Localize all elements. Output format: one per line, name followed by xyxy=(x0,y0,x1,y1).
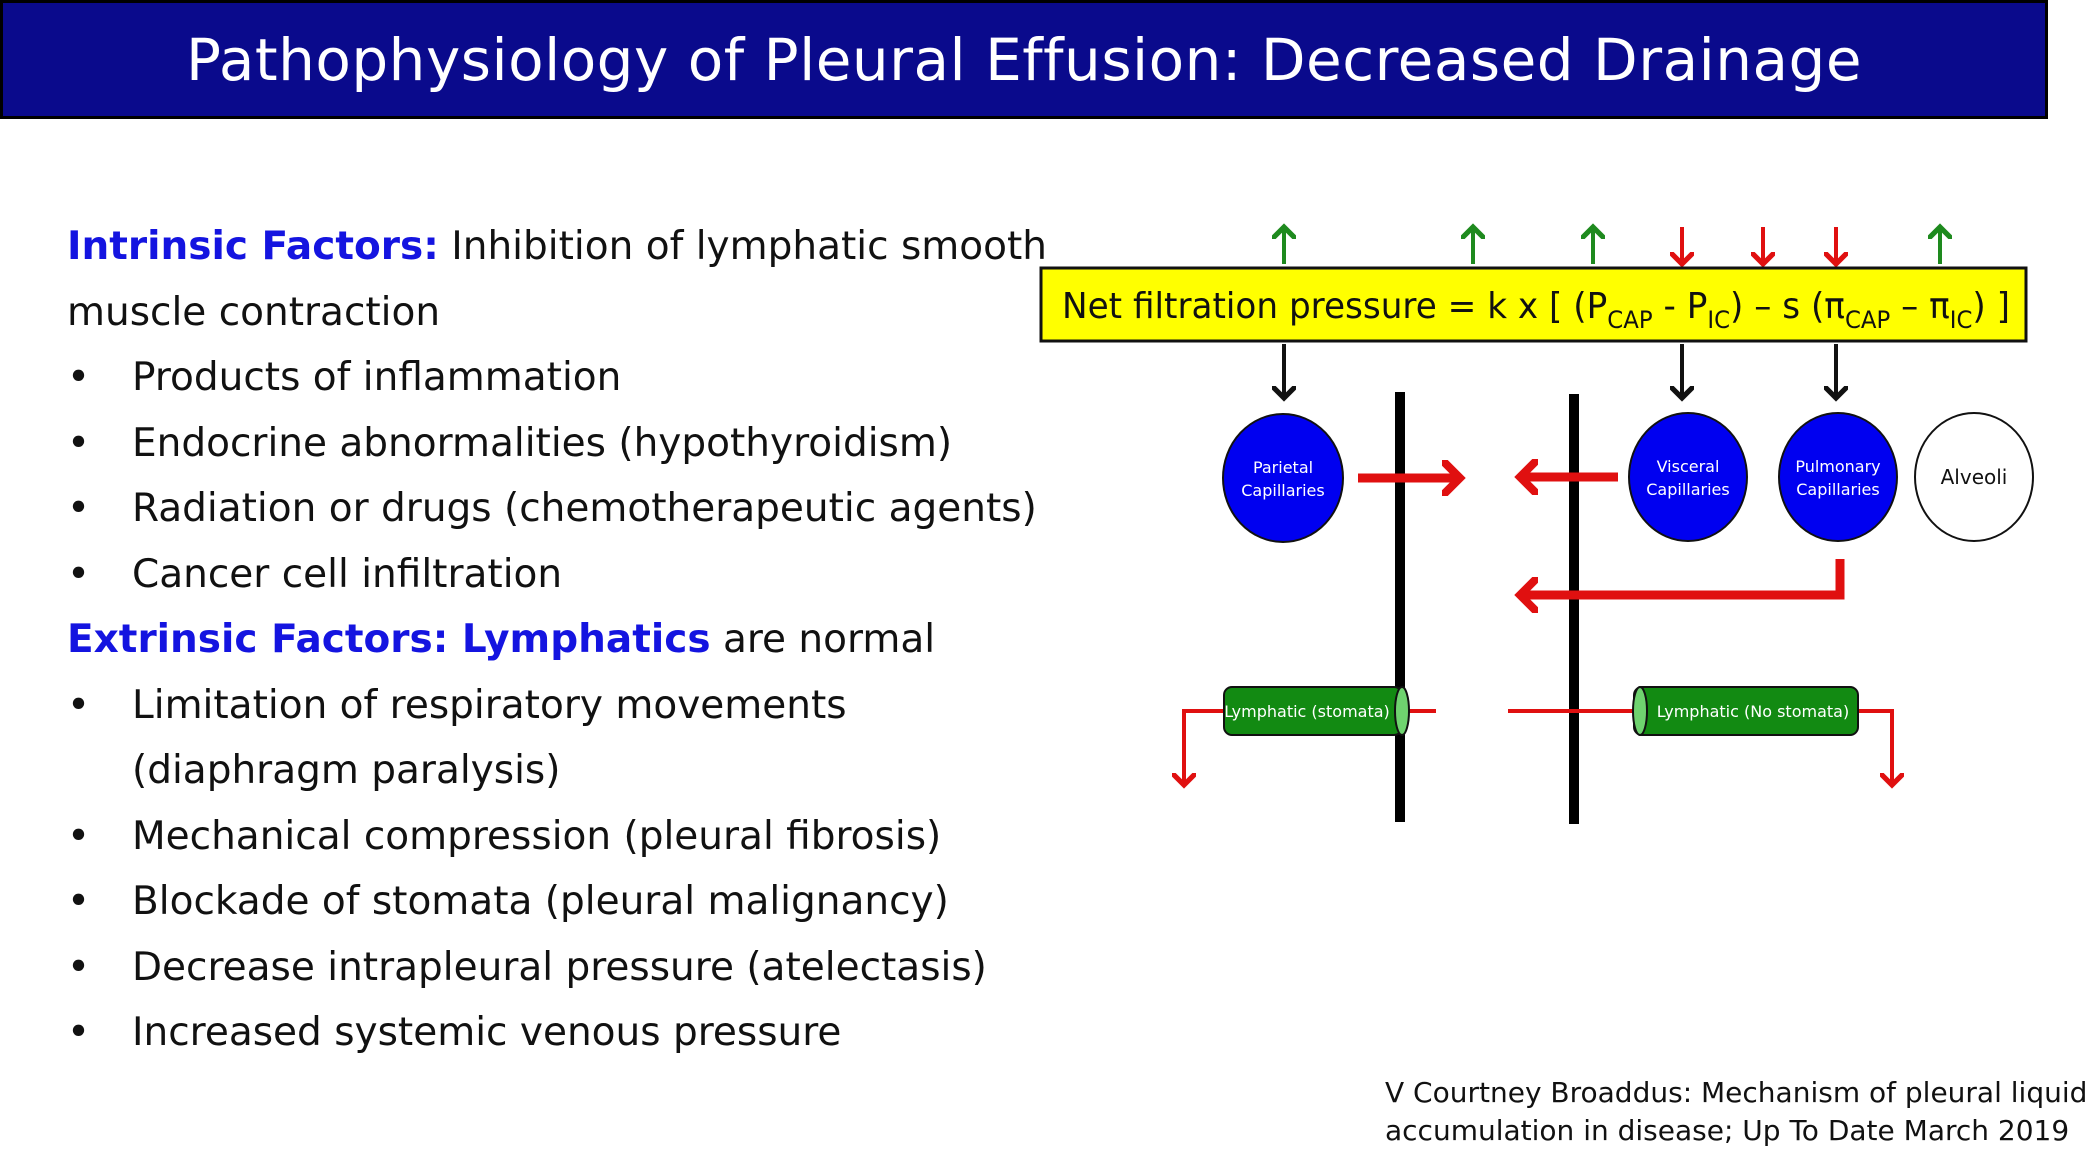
circle-label: Capillaries xyxy=(1796,480,1879,499)
bullet-text: Cancer cell infiltration xyxy=(132,551,563,597)
citation-line2: accumulation in disease; Up To Date Marc… xyxy=(1385,1114,2070,1147)
visceral-capillaries-circle: Visceral Capillaries xyxy=(1628,412,1748,542)
formula-box xyxy=(1039,266,2028,343)
bullet-dot: • xyxy=(67,1010,91,1055)
bullet-dot: • xyxy=(67,879,91,924)
bullet-dot: • xyxy=(67,355,91,400)
pulmonary-capillaries-circle: Pulmonary Capillaries xyxy=(1778,412,1898,542)
circle-label: Parietal xyxy=(1253,458,1313,477)
bullet-dot: • xyxy=(67,682,91,728)
bullet-text: Decrease intrapleural pressure (atelecta… xyxy=(132,944,987,990)
bullet-text: Blockade of stomata (pleural malignancy) xyxy=(132,879,949,924)
lymphatic-stomata: Lymphatic (stomata) xyxy=(1184,686,1436,785)
intrinsic-line2: muscle contraction xyxy=(67,289,441,335)
intrinsic-bullet: • Cancer cell infiltration xyxy=(67,542,1027,608)
extrinsic-text: are normal xyxy=(710,617,936,662)
extrinsic-bullet: • Decrease intrapleural pressure (atelect… xyxy=(67,935,1027,1001)
bullet-text: Limitation of respiratory movements xyxy=(132,682,847,728)
citation-line1: V Courtney Broaddus: Mechanism of pleura… xyxy=(1385,1076,2087,1109)
intrinsic-line1: Intrinsic Factors: Inhibition of lymphat… xyxy=(67,214,1047,280)
lymphatic-no-stomata: Lymphatic (No stomata) xyxy=(1508,686,1892,785)
intrinsic-bullet: • Endocrine abnormalities (hypothyroidism… xyxy=(67,411,1027,477)
slide-title: Pathophysiology of Pleural Effusion: Dec… xyxy=(185,25,1863,94)
circle-label: Visceral xyxy=(1657,457,1720,476)
lymphatic-label: Lymphatic (stomata) xyxy=(1224,702,1390,721)
pleural-diagram: Net filtration pressure = k x [ (PCAP - … xyxy=(1039,210,2034,824)
parietal-capillaries-circle: Parietal Capillaries xyxy=(1222,413,1344,543)
bullet-text: Radiation or drugs (chemotherapeutic age… xyxy=(132,486,1037,531)
circle-label: Pulmonary xyxy=(1795,457,1880,476)
flow-arrow-icon xyxy=(1520,559,1845,595)
lymphatic-label: Lymphatic (No stomata) xyxy=(1657,702,1849,721)
bullet-text: Increased systemic venous pressure xyxy=(132,1010,842,1055)
circle-label: Alveoli xyxy=(1941,465,2008,489)
bullet-dot: • xyxy=(67,420,91,466)
bullet-text: Endocrine abnormalities (hypothyroidism) xyxy=(132,420,953,466)
intrinsic-text-1: Inhibition of lymphatic smooth xyxy=(438,224,1047,269)
extrinsic-bullet-continuation: (diaphragm paralysis) xyxy=(132,748,561,793)
factors-text: Intrinsic Factors: Inhibition of lymphat… xyxy=(67,214,1047,1066)
bullet-dot: • xyxy=(67,813,91,859)
bullet-dot: • xyxy=(67,486,91,531)
extrinsic-bullet: • Limitation of respiratory movements xyxy=(67,673,1027,739)
extrinsic-line: Extrinsic Factors: Lymphatics are normal xyxy=(67,607,1027,673)
net-filtration-formula: Net filtration pressure = k x [ (PCAP - … xyxy=(1062,286,2010,334)
bullet-dot: • xyxy=(67,944,91,990)
extrinsic-bullet: • Increased systemic venous pressure xyxy=(67,1000,1027,1066)
title-bar: Pathophysiology of Pleural Effusion: Dec… xyxy=(0,0,2048,119)
citation: V Courtney Broaddus: Mechanism of pleura… xyxy=(1385,1074,2087,1150)
extrinsic-heading: Extrinsic Factors: Lymphatics xyxy=(67,617,711,662)
intrinsic-bullet: • Radiation or drugs (chemotherapeutic ag… xyxy=(67,476,1037,542)
extrinsic-bullet: • Mechanical compression (pleural fibrosi… xyxy=(67,804,1027,870)
alveoli-circle: Alveoli xyxy=(1914,412,2034,542)
extrinsic-bullet: • Blockade of stomata (pleural malignancy… xyxy=(67,869,1027,935)
bullet-dot: • xyxy=(67,551,91,597)
intrinsic-bullet: • Products of inflammation xyxy=(67,345,1027,411)
bullet-text: Products of inflammation xyxy=(132,355,622,400)
bullet-text: Mechanical compression (pleural fibrosis… xyxy=(132,813,942,859)
circle-label: Capillaries xyxy=(1241,481,1324,500)
intrinsic-heading: Intrinsic Factors: xyxy=(67,224,439,269)
circle-label: Capillaries xyxy=(1646,480,1729,499)
